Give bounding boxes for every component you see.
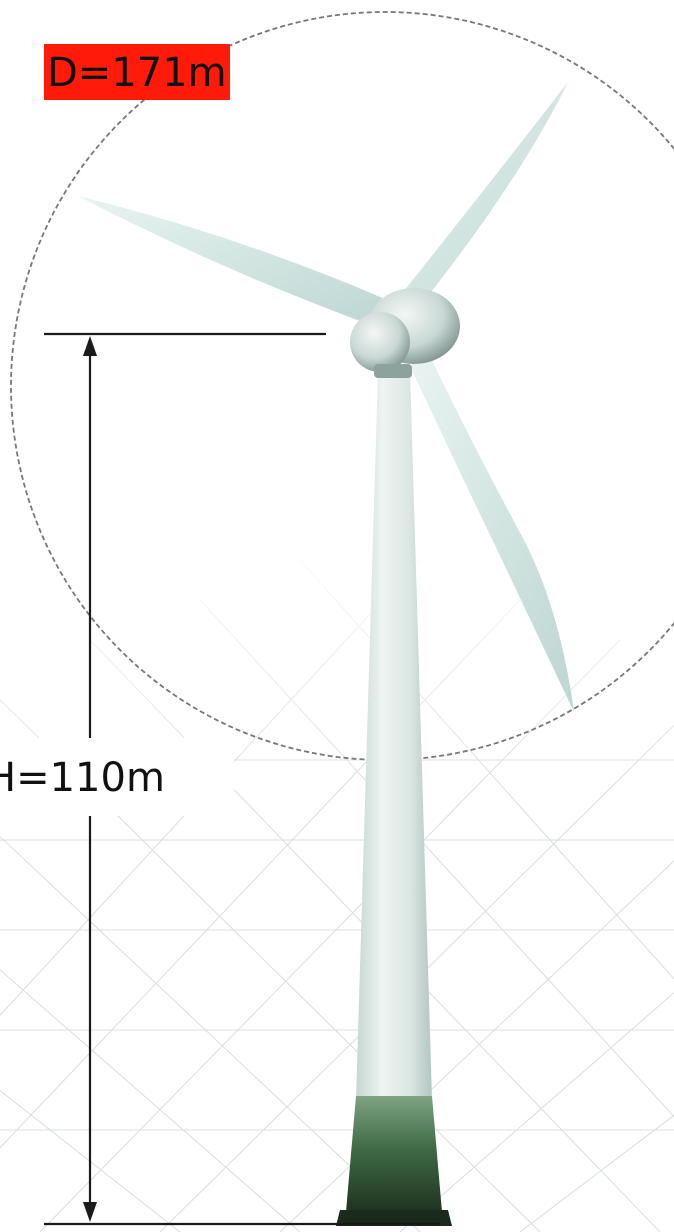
blade-left	[78, 196, 392, 330]
rotor-diameter-label: D=171m	[44, 44, 230, 100]
tower-foot	[336, 1210, 452, 1226]
hub	[350, 312, 410, 372]
hub-height-label: H=110m	[0, 738, 234, 816]
blade-bottom	[410, 352, 574, 712]
tower	[356, 372, 432, 1100]
blade-top	[400, 82, 568, 306]
yaw-ring	[374, 364, 412, 378]
tower-base	[346, 1096, 442, 1212]
